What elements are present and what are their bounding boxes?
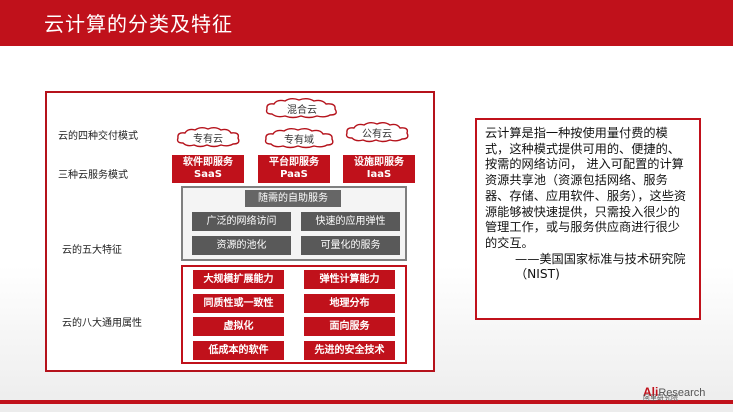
definition-box: 云计算是指一种按使用量付费的模式，这种模式提供可用的、便捷的、按需的网络访问， … xyxy=(475,118,701,320)
service-paas: 平台即服务 PaaS xyxy=(258,155,330,183)
cloud-public-label: 公有云 xyxy=(362,128,392,140)
row-label-attributes: 云的八大通用属性 xyxy=(62,318,142,329)
row-label-deployment: 云的四种交付模式 xyxy=(58,131,138,142)
attribute-item: 同质性或一致性 xyxy=(193,294,284,313)
attribute-item: 虚拟化 xyxy=(193,317,284,336)
cloud-private: 专有云 xyxy=(174,126,242,148)
definition-source: ——美国国家标准与技术研究院（NIST) xyxy=(515,251,686,282)
feature-item: 可量化的服务 xyxy=(301,236,400,255)
logo-suffix: Research xyxy=(658,387,706,399)
cloud-icon xyxy=(265,98,337,119)
definition-text: 云计算是指一种按使用量付费的模式，这种模式提供可用的、便捷的、按需的网络访问， … xyxy=(485,126,687,250)
service-name: 设施即服务 xyxy=(354,157,404,168)
feature-item: 资源的池化 xyxy=(192,236,291,255)
footer-rule xyxy=(0,400,733,404)
cloud-icon xyxy=(264,128,334,149)
attribute-item: 先进的安全技术 xyxy=(304,341,395,360)
service-abbr: SaaS xyxy=(194,169,222,180)
service-abbr: IaaS xyxy=(366,169,392,180)
cloud-hybrid: 混合云 xyxy=(262,97,342,119)
service-iaas: 设施即服务 IaaS xyxy=(343,155,415,183)
service-name: 平台即服务 xyxy=(269,157,319,168)
cloud-hybrid-label: 混合云 xyxy=(287,104,317,116)
logo-brand: Ali xyxy=(643,385,659,399)
row-label-features: 云的五大特征 xyxy=(62,245,122,256)
logo-subtitle: 阿里研究院 xyxy=(643,394,678,402)
attribute-item: 地理分布 xyxy=(304,294,395,313)
service-name: 软件即服务 xyxy=(183,157,233,168)
service-abbr: PaaS xyxy=(280,169,308,180)
service-saas: 软件即服务 SaaS xyxy=(172,155,244,183)
cloud-icon xyxy=(345,122,409,143)
cloud-private-label: 专有云 xyxy=(193,133,223,145)
page-title: 云计算的分类及特征 xyxy=(44,12,233,36)
cloud-community-label: 专有域 xyxy=(284,134,314,146)
attribute-item: 大规模扩展能力 xyxy=(193,270,284,289)
cloud-public: 公有云 xyxy=(343,121,411,143)
row-label-service: 三种云服务模式 xyxy=(58,170,128,181)
feature-item: 广泛的网络访问 xyxy=(192,212,291,231)
attribute-item: 低成本的软件 xyxy=(193,341,284,360)
feature-item: 快速的应用弹性 xyxy=(301,212,400,231)
feature-heading: 随需的自助服务 xyxy=(245,190,341,207)
title-bar: 云计算的分类及特征 xyxy=(0,0,733,46)
attribute-item: 面向服务 xyxy=(304,317,395,336)
cloud-community: 专有域 xyxy=(262,127,336,149)
aliresearch-logo: AliResearch xyxy=(643,381,705,400)
cloud-icon xyxy=(176,127,240,148)
attribute-item: 弹性计算能力 xyxy=(304,270,395,289)
